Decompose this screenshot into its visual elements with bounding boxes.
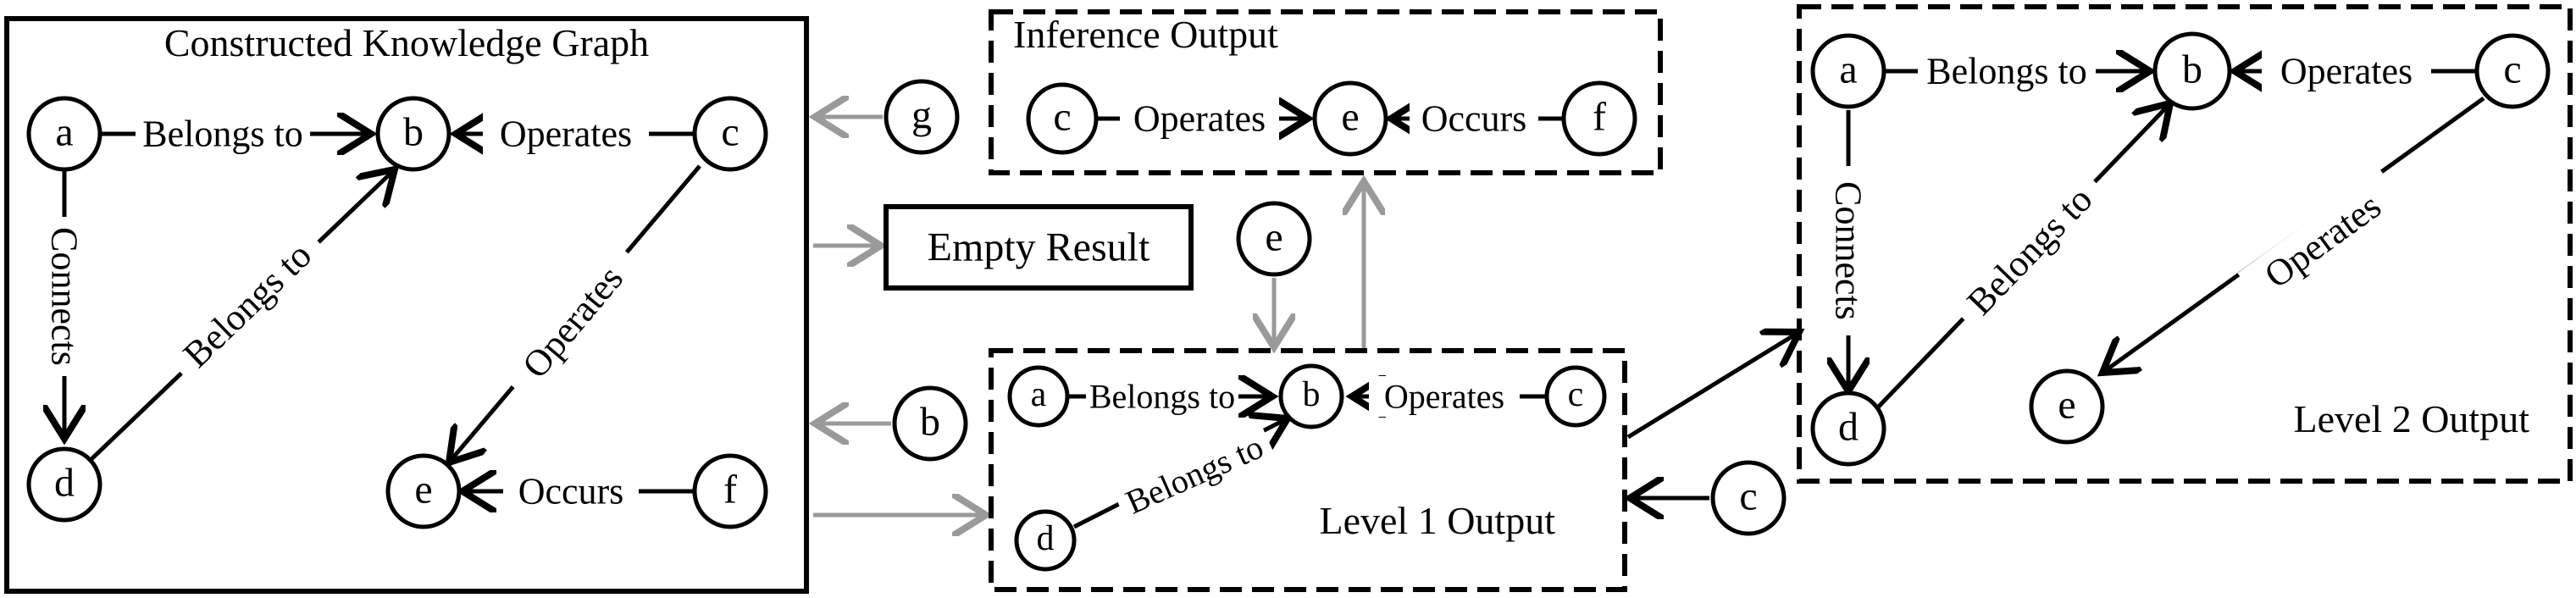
level2-panel-border (1797, 4, 2573, 484)
kg-node-d: d (26, 446, 102, 523)
kg-panel-title: Constructed Knowledge Graph (164, 21, 649, 64)
query-arrows (813, 117, 1364, 515)
svg-text:c: c (1739, 474, 1757, 519)
query-node-c: c (1710, 460, 1787, 536)
inference-panel-title: Inference Output (1013, 13, 1278, 56)
svg-text:b: b (2182, 47, 2202, 92)
kg-node-b: b (375, 96, 451, 172)
kg-node-a: a (26, 96, 102, 172)
kg-panel-border (4, 16, 809, 594)
l1-node-b: b (1278, 363, 1344, 429)
kg-node-c: c (692, 96, 768, 172)
svg-text:c: c (2503, 47, 2521, 92)
svg-text:c: c (1568, 375, 1584, 414)
l1-node-d: d (1014, 509, 1077, 572)
l1-label-a-b: Belongs to (1089, 378, 1235, 416)
kg-node-f: f (692, 453, 768, 529)
inf-node-f: f (1561, 80, 1637, 157)
level1-panel: Level 1 Output Belongs to Operates Belon… (989, 348, 1627, 592)
svg-text:c: c (721, 110, 739, 155)
svg-text:f: f (723, 468, 737, 512)
l2-node-a: a (1810, 33, 1886, 109)
inf-node-e: e (1312, 80, 1388, 157)
kg-label-c-e: Operates (514, 257, 631, 385)
query-node-e: e (1236, 201, 1312, 277)
level1-panel-title: Level 1 Output (1320, 499, 1556, 542)
svg-text:f: f (1593, 95, 1606, 140)
kg-label-f-e: Occurs (518, 471, 624, 512)
l2-label-c-b: Operates (2280, 51, 2413, 92)
svg-text:e: e (1265, 215, 1282, 260)
l2-label-a-d: Connects (1828, 181, 1870, 320)
l2-label-c-e: Operates (2257, 185, 2388, 296)
empty-result-box: Empty Result (884, 204, 1194, 291)
kg-node-e: e (385, 453, 462, 529)
inference-panel: Inference Output Operates Occurs c e f (989, 9, 1663, 175)
svg-text:g: g (911, 93, 932, 138)
svg-text:d: d (1037, 519, 1055, 558)
l2-node-e: e (2029, 368, 2105, 445)
svg-text:a: a (1839, 47, 1857, 92)
l1-node-c: c (1544, 365, 1607, 428)
svg-text:b: b (920, 400, 940, 445)
svg-text:c: c (1053, 95, 1071, 140)
l2-node-b: b (2152, 31, 2232, 111)
kg-label-a-d: Connects (44, 227, 86, 366)
query-node-b: b (892, 385, 968, 462)
inference-panel-border (989, 9, 1663, 175)
level2-panel: Level 2 Output Belongs to Operates Conne… (1797, 4, 2573, 484)
arrow-level1-to-level2 (1626, 332, 1799, 440)
l1-label-d-b: Belongs to (1120, 427, 1269, 521)
l1-node-a: a (1007, 365, 1070, 428)
l2-label-d-b: Belongs to (1959, 179, 2101, 323)
svg-text:d: d (54, 461, 75, 506)
svg-text:e: e (2058, 383, 2075, 428)
svg-text:b: b (1303, 375, 1321, 414)
inf-node-c: c (1026, 82, 1099, 155)
svg-text:b: b (403, 110, 424, 155)
kg-label-c-b: Operates (500, 114, 632, 155)
svg-text:e: e (1341, 95, 1359, 140)
level2-panel-title: Level 2 Output (2294, 397, 2530, 440)
svg-text:d: d (1838, 405, 1859, 450)
inf-label-f-e: Occurs (1421, 98, 1527, 140)
svg-text:e: e (414, 468, 432, 512)
l2-node-c: c (2474, 33, 2551, 109)
svg-text:a: a (1031, 375, 1047, 414)
kg-panel: Constructed Knowledge Graph Belongs to O… (4, 16, 809, 594)
l2-label-a-b: Belongs to (1926, 51, 2086, 92)
query-node-g: g (884, 79, 960, 155)
svg-text:a: a (55, 110, 73, 155)
level1-panel-border (989, 348, 1627, 592)
kg-label-a-b: Belongs to (142, 114, 302, 155)
empty-result-label: Empty Result (928, 225, 1150, 270)
kg-label-d-b: Belongs to (175, 235, 319, 376)
l2-node-d: d (1810, 390, 1886, 467)
l1-label-c-b: Operates (1384, 378, 1504, 416)
inf-label-c-e: Operates (1133, 98, 1266, 140)
